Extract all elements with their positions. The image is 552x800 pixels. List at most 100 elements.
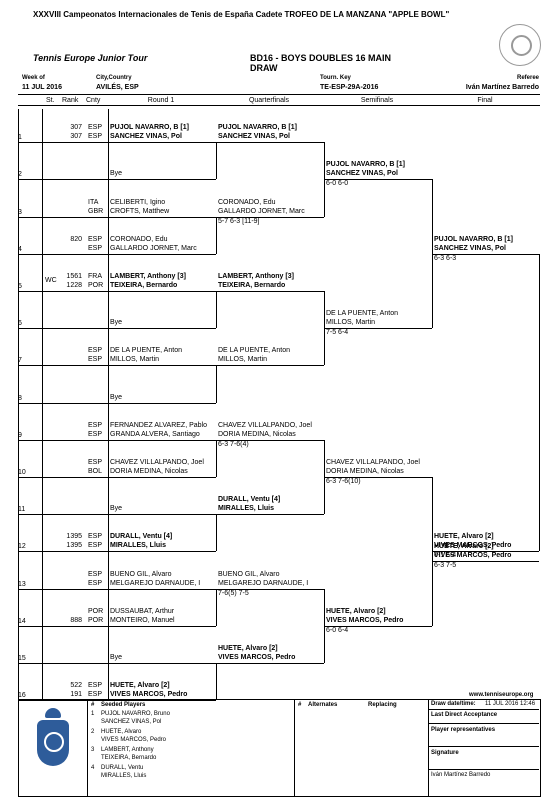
bracket-hline [216, 216, 324, 218]
rank: 307 [70, 124, 82, 132]
player-name: DORIA MEDINA, Nicolas [110, 468, 188, 475]
score: 6-1 6-4 [434, 552, 457, 560]
winner-name: HUETE, Alvaro [2] [434, 542, 494, 550]
country: ESP [88, 356, 103, 364]
bracket-hline [18, 365, 216, 367]
col-quarterfinals: Quarterfinals [248, 97, 290, 104]
country: POR [88, 616, 104, 624]
country: ESP [88, 459, 103, 466]
player-name: FERNANDEZ ALVAREZ, Pablo [110, 421, 207, 429]
bracket-vline [216, 365, 217, 403]
bracket-hline [18, 625, 216, 627]
alternates-hash: # [298, 702, 302, 708]
tennis-europe-logo [499, 24, 541, 66]
player-name: DORIA MEDINA, Nicolas [218, 430, 296, 438]
draw-position: 1 [18, 134, 22, 142]
country: ESP [88, 691, 103, 699]
score: 6-0 6-0 [326, 180, 349, 188]
player-name: LAMBERT, Anthony [3] [110, 273, 186, 280]
referee-value: Iván Martínez Barredo [465, 84, 539, 91]
player-name: LAMBERT, Anthony [3] [218, 273, 294, 280]
draw-position: 8 [18, 394, 22, 402]
draw-position: 16 [18, 692, 26, 700]
bracket-vline [216, 439, 217, 477]
col-final: Final [477, 97, 493, 104]
draw-position: 11 [18, 506, 26, 514]
week-label: Week of [22, 75, 45, 81]
player-name: MIRALLES, Lluis [218, 505, 274, 513]
bracket-hline [18, 402, 216, 404]
bracket-hline [18, 253, 216, 255]
score: 5-7 6-3 [11-9] [218, 217, 260, 225]
player-name: MILLOS, Martin [110, 356, 160, 364]
player-name: HUETE, Alvaro [2] [434, 533, 494, 541]
player-name: Bye [110, 319, 123, 327]
rank: 522 [70, 682, 82, 690]
federation-crest [36, 708, 70, 786]
replacing-title: Replacing [368, 702, 397, 708]
player-name: MELGAREJO DARNAUDE, I [110, 579, 201, 587]
bracket-hline [432, 253, 539, 255]
col-st: St. [46, 97, 55, 104]
bracket-hline [18, 588, 216, 590]
event-subtitle: DRAW [250, 63, 278, 73]
footer-box [18, 699, 541, 797]
seed-number: 1 [91, 711, 95, 717]
player-name: Bye [110, 170, 123, 178]
bracket-vline [324, 439, 325, 515]
player-name: Bye [110, 654, 123, 661]
player-name: SANCHEZ VINAS, Pol [110, 133, 182, 141]
player-name: MIRALLES, Lluis [110, 542, 166, 550]
player-name: MELGAREJO DARNAUDE, I [218, 579, 309, 587]
draw-position: 7 [18, 357, 22, 365]
country: ESP [88, 579, 103, 587]
player-name: VIVES MARCOS, Pedro [434, 542, 512, 550]
tour-name: Tennis Europe Junior Tour [33, 53, 148, 63]
rank: 820 [70, 235, 82, 243]
city-label: City,Country [96, 75, 132, 81]
country: ESP [88, 347, 103, 355]
seed-player: DURALL, Ventu [101, 765, 144, 771]
player-name: Bye [110, 505, 123, 513]
player-name: VIVES MARCOS, Pedro [110, 691, 188, 699]
player-name: PUJOL NAVARRO, B [1] [218, 124, 297, 132]
bracket-hline [18, 291, 216, 292]
status: WC [45, 277, 57, 284]
seed-player: MIRALLES, Lluis [101, 773, 147, 779]
bracket-vline [216, 216, 217, 254]
website: www.tenniseurope.org [469, 692, 534, 698]
bracket-vline [324, 142, 325, 217]
player-name: MILLOS, Martin [326, 319, 376, 327]
bracket-vline [216, 514, 217, 552]
player-name: MONTEIRO, Manuel [110, 616, 175, 624]
player-name: CROFTS, Matthew [110, 207, 170, 215]
score: 6-3 6-3 [434, 254, 457, 262]
bracket-vline [539, 253, 540, 552]
bracket-vline [108, 109, 109, 701]
player-name: CHAVEZ VILLALPANDO, Joel [218, 421, 312, 429]
rank: 1228 [66, 282, 82, 289]
bracket-hline [216, 514, 324, 516]
country: POR [88, 282, 104, 289]
country: ESP [88, 682, 103, 690]
player-name: Bye [110, 393, 123, 401]
bracket-hline [18, 663, 216, 664]
seed-number: 3 [91, 747, 95, 753]
rank: 888 [70, 616, 82, 624]
player-name: BUENO GIL, Alvaro [218, 570, 280, 578]
player-name: DE LA PUENTE, Anton [110, 347, 182, 355]
country: ESP [88, 421, 103, 429]
draw-position: 14 [18, 617, 26, 625]
bracket-hline [216, 663, 324, 664]
player-name: HUETE, Alvaro [2] [326, 607, 386, 615]
country: ESP [88, 570, 103, 578]
player-name: GALLARDO JORNET, Marc [110, 244, 197, 252]
bracket-vline [216, 663, 217, 701]
draw-position: 10 [18, 469, 26, 476]
country: ESP [88, 244, 103, 252]
bracket-hline [216, 142, 324, 144]
country: ESP [88, 124, 103, 132]
country: ESP [88, 533, 103, 541]
country: ITA [88, 198, 99, 206]
seed-player: VIVES MARCOS, Pedro [101, 737, 167, 743]
